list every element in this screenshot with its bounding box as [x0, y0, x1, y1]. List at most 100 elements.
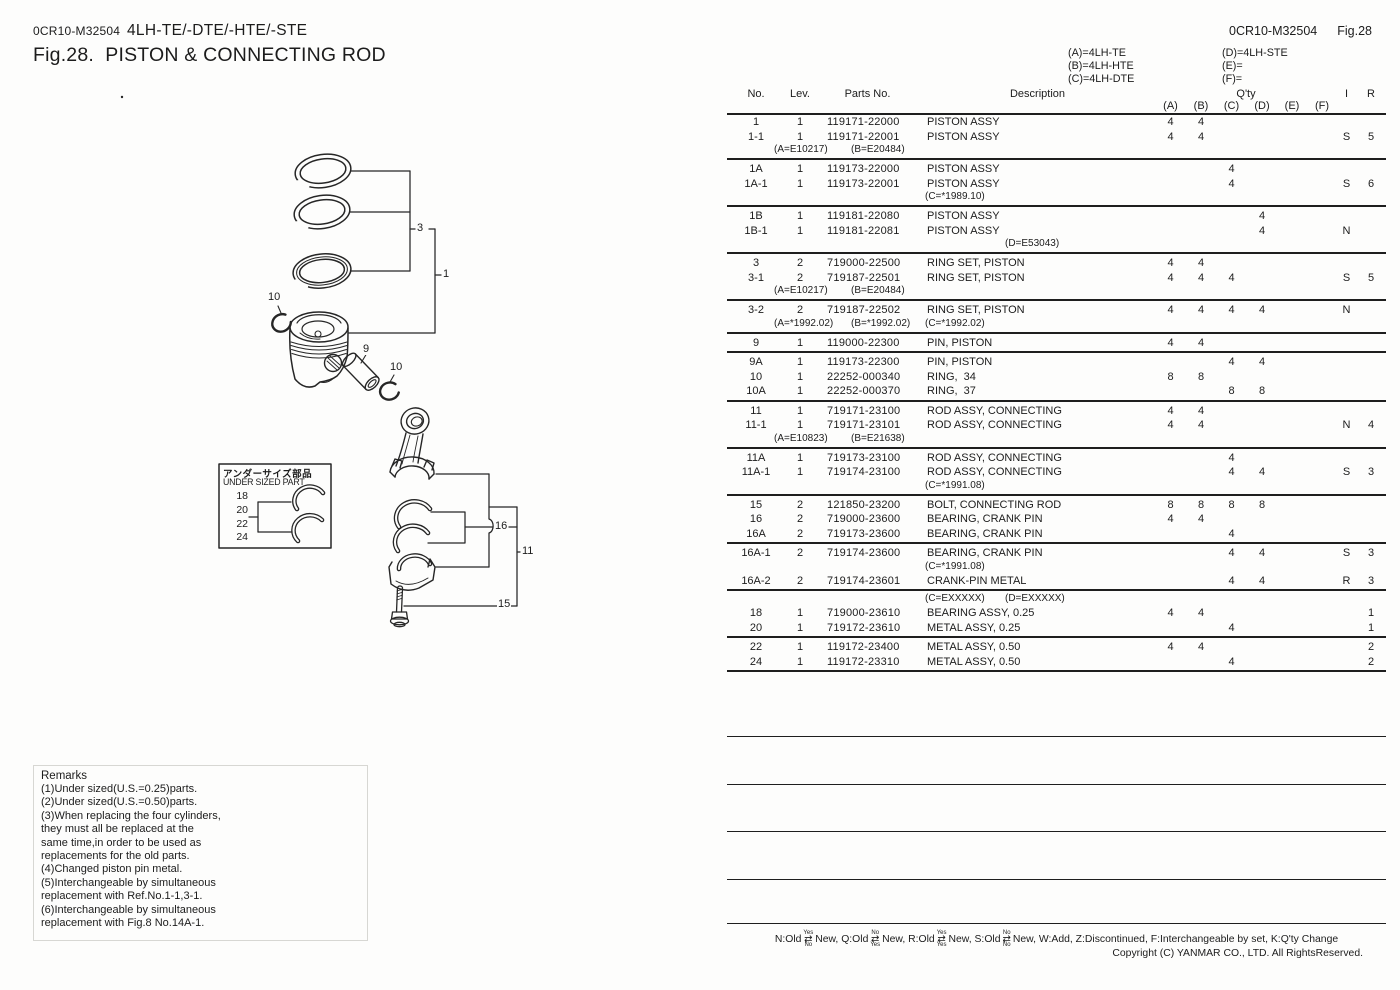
cell-no: 11-1: [745, 419, 767, 431]
cell-qty-c: 4: [1228, 304, 1235, 316]
cell-qty-a: [1155, 465, 1186, 480]
cell-i: R: [1342, 574, 1351, 587]
cell-qty-d: 8: [1258, 385, 1266, 397]
note-b: (B=E21638): [851, 432, 905, 444]
cell-i: [1337, 162, 1356, 177]
cell-qty-e: [1277, 209, 1307, 224]
cell-qty-b: 4: [1197, 304, 1205, 316]
col-header-variant-c: (C): [1223, 100, 1240, 112]
double-arrow-glyph: ⇄: [804, 933, 813, 945]
cell-qty-c: 4: [1228, 163, 1235, 175]
cell-qty-d: [1247, 418, 1277, 433]
cell-parts-no: 121850-23200: [827, 498, 901, 511]
cell-qty-c: [1216, 115, 1247, 130]
cell-r: 1: [1367, 621, 1375, 634]
variant-entry: (D)=4LH-STE: [1222, 47, 1288, 59]
undersized-title-jp: アンダーサイズ部品: [223, 469, 313, 480]
cell-qty-d: [1247, 271, 1277, 286]
cell-r: [1356, 336, 1386, 351]
cell-qty-a: [1155, 384, 1186, 399]
cell-qty-e: [1277, 640, 1307, 655]
cell-qty-b: 4: [1197, 130, 1205, 143]
cell-qty-b: 4: [1197, 271, 1205, 284]
col-header-parts-no: Parts No.: [844, 88, 891, 100]
arrow-bottom-label: Yes: [936, 941, 947, 948]
cell-qty-e: [1277, 465, 1307, 480]
cell-qty-c: 4: [1228, 356, 1235, 368]
cell-qty-f: [1307, 640, 1337, 655]
legend-after: New,: [1012, 933, 1039, 945]
piston-pin-part: [341, 352, 380, 391]
cell-parts-no: 719187-22502: [827, 304, 901, 316]
cell-qty-b: [1186, 546, 1216, 561]
cell-r: 5: [1367, 271, 1375, 284]
cell-qty-a: 4: [1167, 404, 1174, 417]
cell-qty-f: [1307, 451, 1337, 466]
undersized-title-en: UNDER SIZED PART: [223, 477, 305, 487]
cell-qty-f: [1307, 224, 1337, 239]
cell-description: RING SET, PISTON: [927, 304, 1025, 316]
cell-qty-d: [1247, 115, 1277, 130]
callout-piston-pin: 9: [362, 343, 371, 355]
cell-i: [1337, 256, 1356, 271]
cell-no: 22: [749, 641, 763, 653]
cell-r: [1356, 498, 1386, 513]
cell-no: 1B-1: [744, 224, 768, 237]
cell-qty-f: [1307, 336, 1337, 351]
cell-parts-no: 719174-23100: [827, 466, 901, 478]
cell-parts-no: 719000-23610: [827, 607, 901, 619]
cell-i: S: [1342, 177, 1351, 190]
cell-qty-a: [1155, 451, 1186, 466]
cell-no: 16: [749, 513, 763, 525]
cell-qty-d: 4: [1258, 224, 1266, 237]
cell-qty-d: [1247, 370, 1277, 385]
cell-qty-e: [1277, 418, 1307, 433]
table-separator: [727, 589, 1386, 591]
cell-i: [1337, 355, 1356, 370]
cell-qty-d: [1247, 130, 1277, 145]
cell-r: [1356, 256, 1386, 271]
cell-qty-e: [1277, 115, 1307, 130]
table-separator: [727, 542, 1386, 544]
blank-rule: [727, 736, 1386, 737]
undersized-ref: 20: [236, 503, 248, 516]
cell-qty-e: [1277, 256, 1307, 271]
callout-snap-ring-left: 10: [267, 291, 282, 303]
cell-qty-f: [1307, 130, 1337, 145]
cell-qty-b: [1186, 465, 1216, 480]
cell-no: 16A-2: [741, 574, 771, 587]
note-c: (C=EXXXXX): [925, 593, 985, 604]
cell-qty-c: [1216, 512, 1247, 527]
cell-qty-c: 4: [1228, 177, 1235, 190]
cell-i: S: [1342, 547, 1351, 559]
cell-parts-no: 719187-22501: [827, 271, 901, 284]
cell-qty-f: [1307, 209, 1337, 224]
cell-i: [1337, 606, 1356, 621]
cell-r: 4: [1367, 419, 1375, 431]
cell-i: [1337, 640, 1356, 655]
cell-no: 1-1: [748, 130, 764, 143]
cell-qty-c: 8: [1228, 385, 1235, 397]
cell-qty-e: [1277, 621, 1307, 636]
table-note-row: (A=E10217)(B=E20484): [727, 285, 1386, 298]
cell-r: [1356, 384, 1386, 399]
doc-code-right: 0CR10-M32504: [1229, 24, 1318, 38]
cell-qty-b: 4: [1197, 607, 1205, 619]
cell-qty-e: [1277, 527, 1307, 542]
table-separator: [727, 446, 1386, 449]
cell-description: BOLT, CONNECTING ROD: [927, 498, 1062, 511]
callout-lines: [248, 170, 521, 607]
cell-qty-d: 4: [1258, 304, 1266, 316]
cell-i: S: [1342, 466, 1351, 478]
cell-r: [1356, 355, 1386, 370]
cell-qty-f: [1307, 574, 1337, 589]
cell-qty-b: 4: [1197, 116, 1205, 128]
cell-parts-no: 719172-23610: [827, 621, 901, 634]
callout-bearing-pair: 16: [494, 520, 509, 532]
